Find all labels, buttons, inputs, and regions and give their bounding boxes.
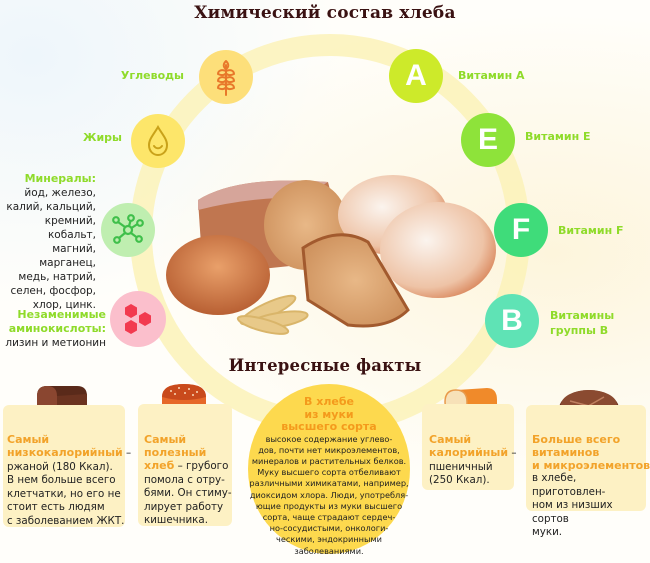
fats-label: Жиры (83, 131, 122, 144)
minerals-label: Минералы: (24, 172, 96, 185)
vitamin-f-badge: F (494, 203, 548, 257)
drop-icon (147, 125, 169, 157)
minerals-badge (101, 203, 155, 257)
carbs-badge (199, 50, 253, 104)
wheat-icon (217, 60, 235, 96)
fact-card-vitamins-content: Больше всего витаминов и микроэлементов … (532, 433, 650, 538)
vitamin-a-label: Витамин А (458, 69, 525, 82)
amino-acids-badge (110, 291, 166, 347)
vitamin-b-label: Витамины группы В (550, 309, 615, 337)
vitamin-a-badge: A (389, 49, 443, 103)
vitamin-b-badge: B (485, 294, 539, 348)
amino-acids-label: Незаменимые аминокислоты: (8, 308, 106, 335)
minerals-description: йод, железо, калий, кальций, кремний, ко… (6, 187, 96, 311)
fact-card-healthy-content: Самый полезный хлеб – грубого помола с о… (144, 433, 232, 526)
letter-f: F (511, 213, 531, 246)
fact-card-lowcalorie (3, 405, 125, 527)
bread-assortment-image (158, 170, 498, 345)
amino-acids-description: лизин и метионин (5, 337, 106, 349)
fact-card-highcalorie-content: Самый калорийный – пшеничный (250 Ккал). (429, 433, 517, 486)
fact-card-lowcalorie-content: Самый низкокалорийный – ржаной (180 Ккал… (7, 433, 132, 527)
vitamin-e-badge: E (461, 113, 515, 167)
fats-badge (131, 114, 185, 168)
letter-a: A (405, 59, 427, 92)
facts-title: Интересные факты (228, 356, 422, 375)
fact-card-highcalorie (422, 404, 514, 490)
page-title: Химический состав хлеба (194, 3, 456, 23)
hexagons-icon (125, 304, 151, 334)
fact-card-healthy (138, 404, 232, 526)
fact-card-vitamins (526, 405, 646, 511)
vitamin-e-label: Витамин Е (525, 130, 591, 143)
letter-b: B (501, 304, 523, 337)
letter-e: E (477, 123, 498, 156)
fact-circle-premium-flour: В хлебе из муки высшего сорта высокое со… (248, 384, 410, 556)
carbs-label: Углеводы (120, 69, 184, 82)
vitamin-f-label: Витамин F (558, 224, 624, 237)
molecule-icon (112, 214, 144, 244)
